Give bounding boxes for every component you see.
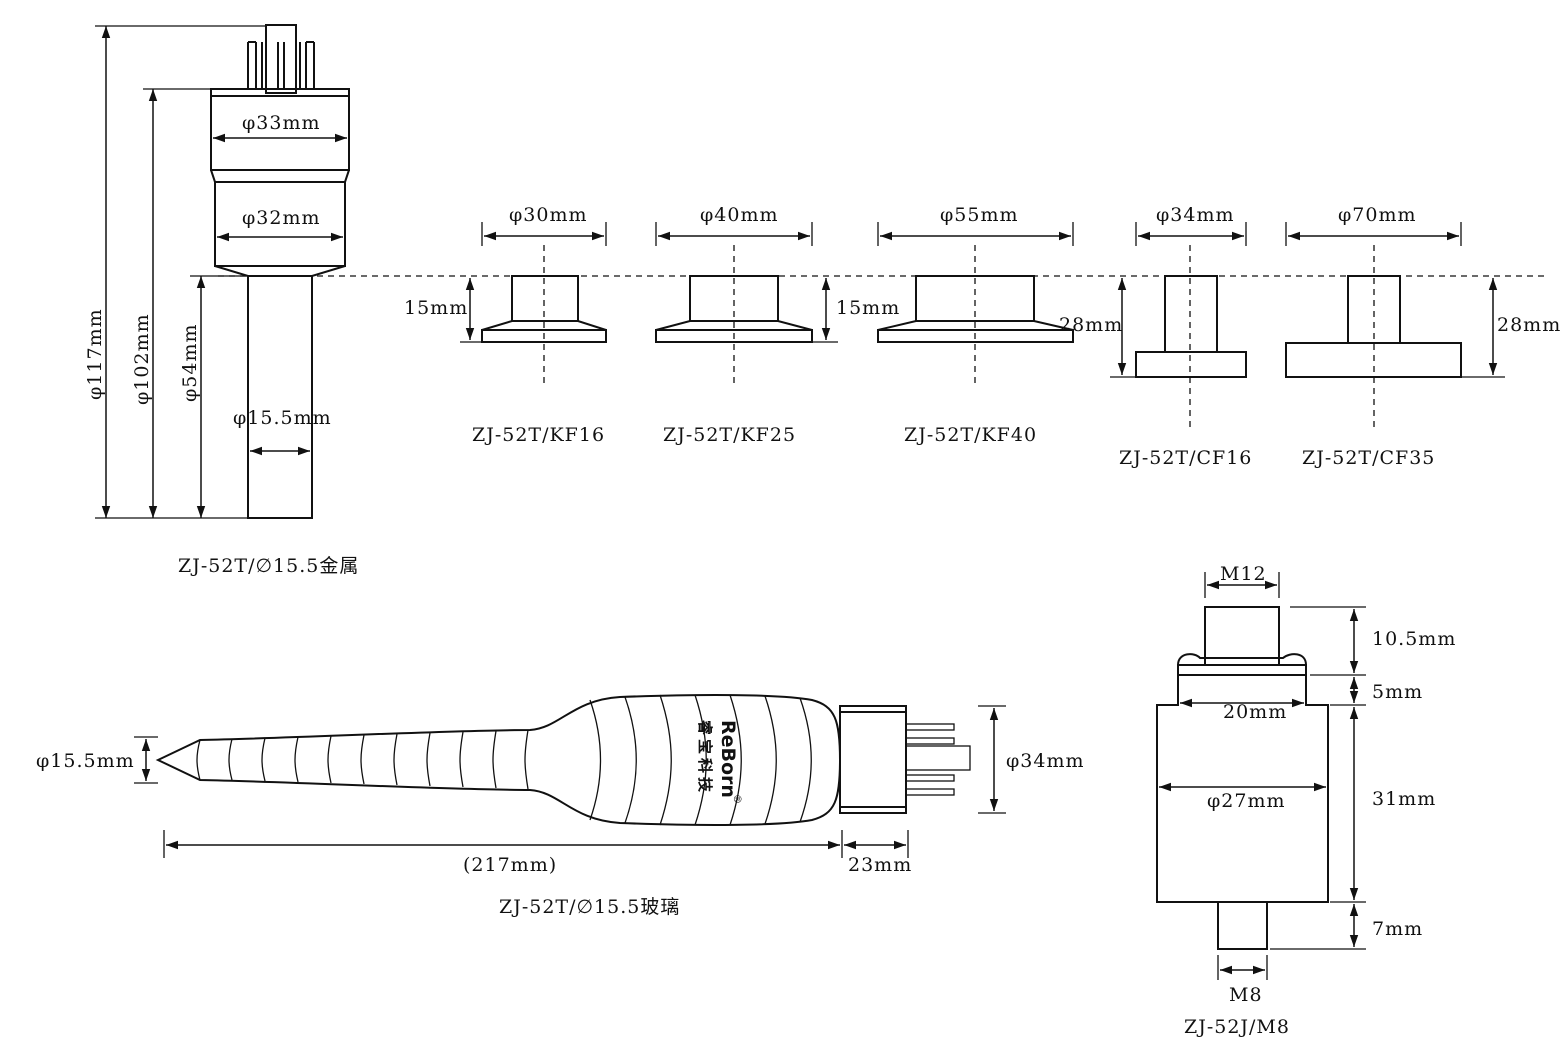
dim-kf40-dia: φ55mm (940, 204, 1019, 226)
cf16-flange (1135, 245, 1247, 430)
dim-m-20: 20mm (1223, 701, 1287, 723)
dim-kf25-dia: φ40mm (700, 204, 779, 226)
kf16-flange (481, 245, 607, 385)
brand-cn-text: 睿宝科技 (696, 720, 714, 796)
dim-m12: M12 (1220, 563, 1267, 585)
dim-m-top: 10.5mm (1372, 628, 1456, 650)
brand-logo-text: ReBorn (717, 720, 739, 798)
caption-metal: ZJ-52T/∅15.5金属 (178, 555, 359, 577)
dim-phi102: φ102mm (131, 313, 153, 405)
caption-kf25: ZJ-52T/KF25 (663, 424, 796, 446)
dim-phi33: φ33mm (242, 112, 321, 134)
dim-m-27: φ27mm (1207, 790, 1286, 812)
dim-cf35-dia: φ70mm (1338, 204, 1417, 226)
dim-m-5: 5mm (1372, 681, 1423, 703)
dim-glass-base: 23mm (848, 854, 912, 876)
dim-m-31: 31mm (1372, 788, 1436, 810)
caption-cf35: ZJ-52T/CF35 (1302, 447, 1435, 469)
dim-phi54: φ54mm (179, 323, 201, 402)
dim-cf16-dia: φ34mm (1156, 204, 1235, 226)
caption-kf40: ZJ-52T/KF40 (904, 424, 1037, 446)
caption-cf16: ZJ-52T/CF16 (1119, 447, 1252, 469)
dim-m8: M8 (1229, 984, 1263, 1006)
kf40-flange (877, 245, 1074, 385)
glass-gauge (155, 694, 971, 826)
dim-m-7: 7mm (1372, 918, 1423, 940)
metal-gauge (210, 24, 350, 519)
caption-m8: ZJ-52J/M8 (1184, 1016, 1290, 1038)
cf35-flange (1285, 245, 1462, 430)
brand-registered: ® (731, 794, 742, 805)
dim-glass-tip: φ15.5mm (36, 750, 135, 772)
dim-glass-len: (217mm) (463, 854, 557, 876)
dim-kf16-dia: φ30mm (509, 204, 588, 226)
dim-kf16-h: 15mm (404, 297, 468, 319)
kf25-flange (655, 245, 813, 385)
dim-phi32: φ32mm (242, 207, 321, 229)
dim-phi117: φ117mm (84, 308, 106, 400)
m8-gauge (1156, 606, 1329, 950)
dim-kf40-h: 28mm (1059, 314, 1123, 336)
brand-logo: ReBorn 睿宝科技 ® (696, 720, 742, 805)
caption-kf16: ZJ-52T/KF16 (472, 424, 605, 446)
caption-glass: ZJ-52T/∅15.5玻璃 (499, 896, 680, 918)
dim-kf25-h: 15mm (836, 297, 900, 319)
dim-cf35-h: 28mm (1497, 314, 1561, 336)
dim-phi15-5-metal: φ15.5mm (233, 407, 332, 429)
dim-glass-head: φ34mm (1006, 750, 1085, 772)
